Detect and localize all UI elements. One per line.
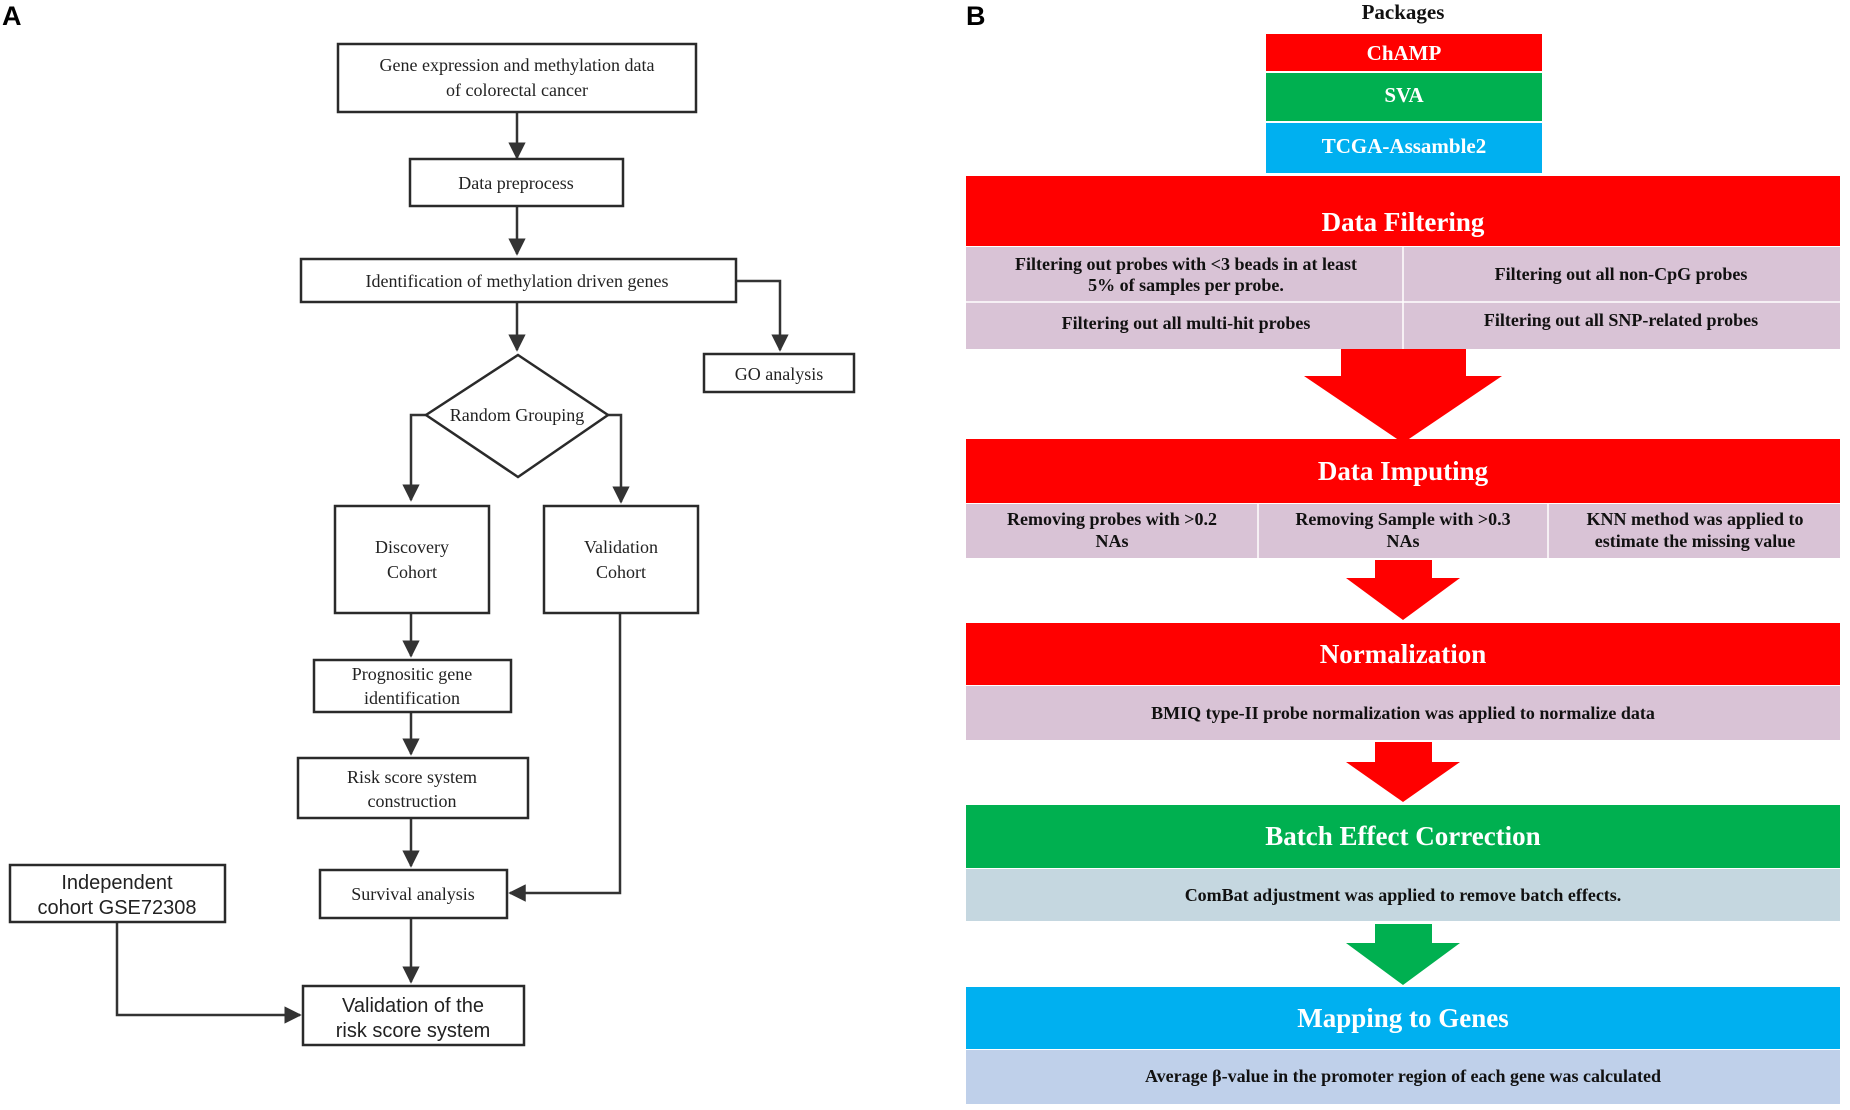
node-prognostic-line2: identification [364, 688, 460, 708]
flow-arrow-4 [1346, 924, 1460, 985]
impute-item-sample-line2: NAs [1386, 531, 1419, 551]
stage-data-filtering-title: Data Filtering [1322, 207, 1485, 237]
stage-normalization: Normalization BMIQ type-II probe normali… [966, 623, 1840, 740]
connector-independent-to-validation-risk [115, 922, 302, 1024]
node-validation-line2: Cohort [596, 562, 646, 582]
node-go-analysis: GO analysis [702, 352, 856, 394]
mapping-item-beta: Average β-value in the promoter region o… [1145, 1066, 1661, 1086]
packages-title: Packages [1362, 0, 1445, 24]
filter-item-beads-line1: Filtering out probes with <3 beads in at… [1015, 254, 1357, 274]
node-validation-risk-line2: risk score system [336, 1020, 490, 1042]
node-prognostic-line1: Prognositic gene [352, 664, 472, 684]
node-survival-label: Survival analysis [351, 884, 475, 904]
node-validation-risk-score: Validation of the risk score system [301, 984, 526, 1047]
impute-item-knn-line1: KNN method was applied to [1586, 509, 1803, 529]
impute-item-sample-line1: Removing Sample with >0.3 [1295, 509, 1510, 529]
node-validation-cohort: Validation Cohort [542, 504, 700, 615]
stage-batch-effect-correction: Batch Effect Correction ComBat adjustmen… [966, 805, 1840, 921]
package-champ-label: ChAMP [1367, 41, 1442, 65]
panel-a-label: A [2, 1, 22, 31]
package-sva-label: SVA [1384, 83, 1424, 107]
node-identification-label: Identification of methylation driven gen… [366, 271, 669, 291]
package-champ: ChAMP [1266, 34, 1542, 71]
batch-item-combat: ComBat adjustment was applied to remove … [1185, 885, 1622, 905]
panel-b-label: B [966, 1, 986, 31]
stage-batch-effect-title: Batch Effect Correction [1265, 821, 1540, 851]
panel-b-pipeline: Packages ChAMP SVA TCGA-Assamble2 Data F… [966, 0, 1840, 1104]
node-independent-line1: Independent [61, 872, 173, 894]
stage-normalization-title: Normalization [1320, 639, 1486, 669]
node-identification: Identification of methylation driven gen… [299, 257, 738, 304]
node-risk-line2: construction [368, 791, 457, 811]
connector-random-to-discovery [402, 413, 426, 502]
package-sva: SVA [1266, 73, 1542, 121]
flow-arrow-2 [1346, 560, 1460, 620]
package-tcga-assamble2: TCGA-Assamble2 [1266, 123, 1542, 173]
packages-stack: ChAMP SVA TCGA-Assamble2 [1266, 34, 1542, 173]
node-data-preprocess-label: Data preprocess [458, 173, 573, 193]
node-random-grouping: Random Grouping [423, 353, 611, 479]
node-go-analysis-label: GO analysis [735, 364, 824, 384]
node-discovery-line1: Discovery [375, 537, 449, 557]
filter-item-snp: Filtering out all SNP-related probes [1484, 310, 1758, 330]
node-gene-expression-line2: of colorectal cancer [446, 80, 588, 100]
node-survival-analysis: Survival analysis [318, 868, 509, 920]
normalization-item-bmiq: BMIQ type-II probe normalization was app… [1151, 703, 1655, 723]
node-discovery-line2: Cohort [387, 562, 437, 582]
impute-item-probes-line1: Removing probes with >0.2 [1007, 509, 1217, 529]
node-independent-cohort: Independent cohort GSE72308 [8, 863, 227, 924]
node-validation-risk-line1: Validation of the [342, 995, 484, 1017]
panel-a-flowchart: Gene expression and methylation data of … [8, 42, 856, 1047]
stage-mapping-title: Mapping to Genes [1297, 1003, 1509, 1033]
filter-item-beads-line2: 5% of samples per probe. [1088, 275, 1284, 295]
stage-mapping-to-genes: Mapping to Genes Average β-value in the … [966, 987, 1840, 1104]
connector-validation-to-survival [508, 613, 622, 902]
node-independent-line2: cohort GSE72308 [38, 897, 197, 919]
node-gene-expression-line1: Gene expression and methylation data [380, 55, 655, 75]
node-random-grouping-label: Random Grouping [450, 405, 585, 425]
impute-item-knn-line2: estimate the missing value [1595, 531, 1795, 551]
impute-item-probes-line2: NAs [1095, 531, 1128, 551]
connector-random-to-validation [608, 413, 630, 504]
node-discovery-cohort: Discovery Cohort [333, 504, 491, 615]
node-gene-expression: Gene expression and methylation data of … [336, 42, 698, 114]
node-risk-score: Risk score system construction [296, 756, 530, 820]
flow-arrow-1 [1304, 349, 1502, 443]
stage-data-filtering: Data Filtering Filtering out probes with… [966, 176, 1840, 349]
node-risk-line1: Risk score system [347, 767, 477, 787]
node-prognostic-gene: Prognositic gene identification [312, 658, 513, 714]
node-data-preprocess: Data preprocess [408, 157, 625, 208]
connector-identification-to-go [736, 279, 789, 352]
filter-item-multihit: Filtering out all multi-hit probes [1062, 313, 1311, 333]
stage-data-imputing: Data Imputing Removing probes with >0.2 … [966, 439, 1840, 558]
flow-arrow-3 [1346, 742, 1460, 802]
package-tcga-label: TCGA-Assamble2 [1322, 134, 1487, 158]
stage-data-imputing-title: Data Imputing [1318, 456, 1489, 486]
filter-item-noncpg: Filtering out all non-CpG probes [1495, 264, 1748, 284]
node-validation-line1: Validation [584, 537, 658, 557]
